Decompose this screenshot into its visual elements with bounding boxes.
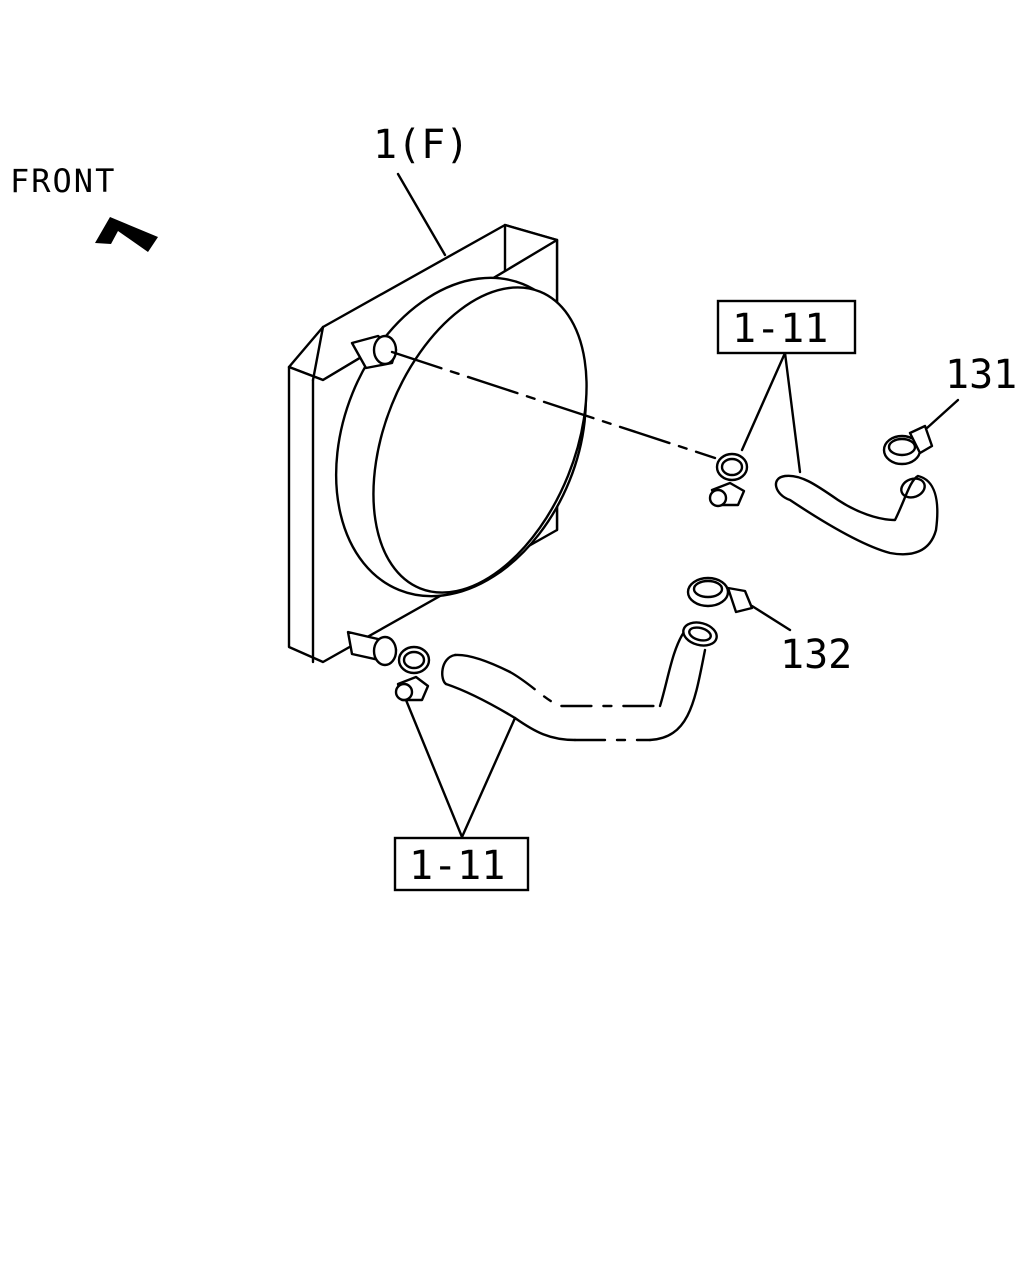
lower-hose-clamp [394,645,431,702]
lower-hose-riser-outer [658,630,686,708]
clamp-132-leader [750,604,792,632]
lower-hose-bottom [444,682,577,742]
clamp-131 [882,424,934,466]
upper-hose-clamp [708,452,749,508]
clamp-131-label: 131 [945,352,1017,398]
radiator [287,223,588,667]
arrow-up-left-icon [95,217,158,252]
lower-ref-leader-b [460,716,517,839]
radiator-label: 1(F) [373,122,469,168]
clamp-132 [686,576,754,614]
upper-center-line [390,350,717,460]
lower-ref-label: 1-11 [409,843,505,889]
upper-ref-leader-b [783,351,802,474]
lower-hose-riser-inner [648,648,707,742]
front-label: FRONT [10,162,116,200]
clamp-131-leader [925,398,960,430]
lower-hose-dash-top [508,670,662,708]
lower-hose-mouth [682,621,718,647]
lower-hose [453,653,512,674]
lower-hose-end [441,653,457,686]
lower-ref-leader-a [404,698,464,839]
lower-ref-box [393,836,530,892]
upper-ref-label: 1-11 [732,306,828,352]
upper-ref-box [716,299,857,355]
radiator-leader [396,172,447,257]
clamp-132-label: 132 [780,632,852,678]
upper-hose [774,474,939,556]
upper-ref-leader-a [740,351,787,452]
